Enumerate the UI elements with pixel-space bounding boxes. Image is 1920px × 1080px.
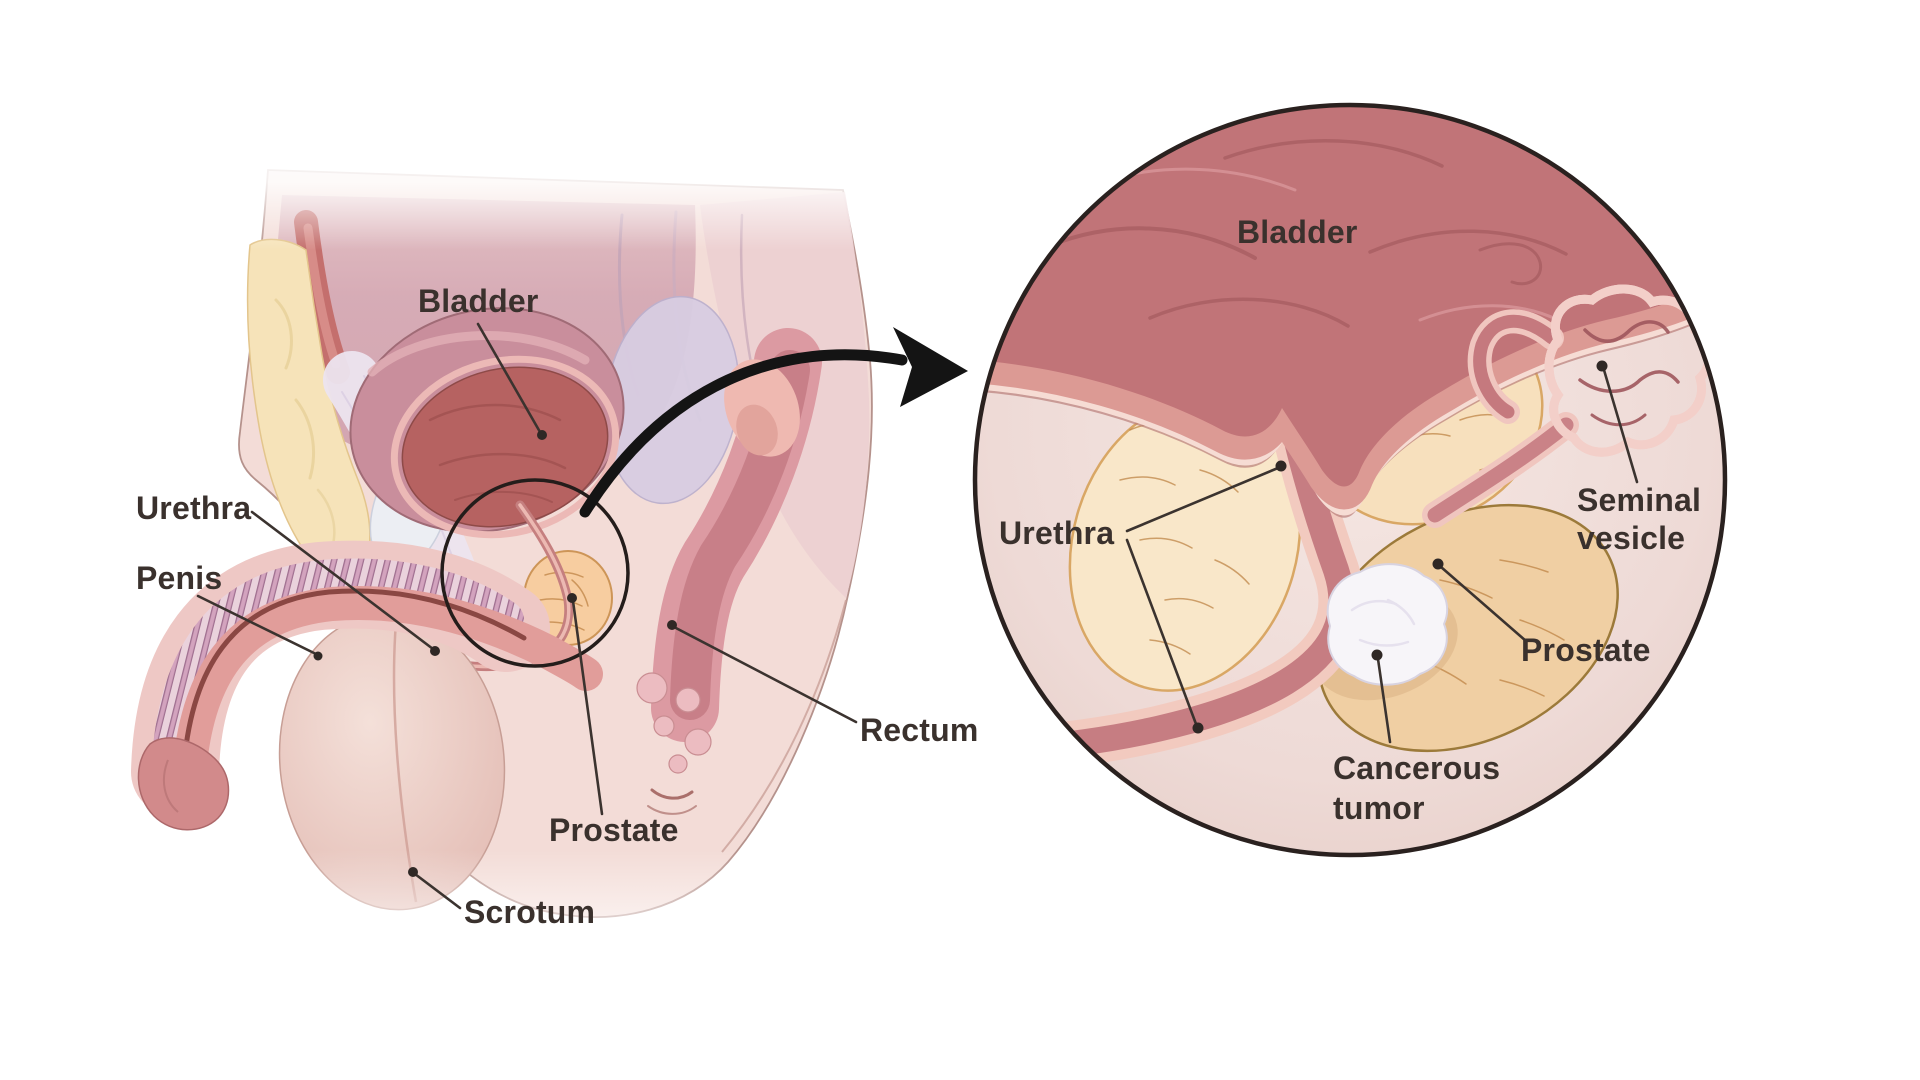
rectum-leader-line xyxy=(672,625,858,724)
seminal-vesicle-leader-line xyxy=(1602,368,1639,484)
bladder-leader-dot xyxy=(537,430,547,440)
scrotum-label: Scrotum xyxy=(464,894,595,930)
penis-shape xyxy=(131,540,603,831)
seminal-vesicle-leader-dot xyxy=(1596,360,1608,372)
inset-prostate-leader-dot xyxy=(1432,558,1444,570)
bottom-fade xyxy=(120,850,980,1010)
cancerous-tumor-label: Cancerous tumor xyxy=(1333,750,1509,826)
penis-leader-line xyxy=(196,594,318,656)
fat-texture xyxy=(294,398,316,480)
closeup-labels: Bladder Seminal vesicle Urethra Prostate… xyxy=(999,214,1710,826)
rectum-label: Rectum xyxy=(860,712,979,748)
inset-urethra-leader-dot-upper xyxy=(1275,460,1287,472)
urethra-leader-line xyxy=(250,510,435,651)
magnifier-circle xyxy=(440,478,630,668)
inset-urethra-leader-line-lower xyxy=(1125,538,1198,726)
scrotum-leader-dot xyxy=(408,867,418,877)
rectum-shape xyxy=(636,328,822,815)
urethra-label: Urethra xyxy=(136,490,251,526)
scrotum-leader-line xyxy=(413,872,462,910)
inset-urethra-path xyxy=(982,377,1365,773)
inset-prostate-label: Prostate xyxy=(1521,632,1651,668)
cancerous-tumor-leader-dot xyxy=(1371,649,1383,661)
penis-leader-dot xyxy=(313,651,323,661)
inset-border-circle xyxy=(972,102,1728,858)
bladder-shape xyxy=(349,307,625,539)
inset-bladder-label: Bladder xyxy=(1237,214,1358,250)
bladder-label: Bladder xyxy=(418,283,539,319)
inset-urethra-label: Urethra xyxy=(999,515,1114,551)
penile-urethra-line xyxy=(180,588,527,781)
glans-shape xyxy=(137,737,230,831)
rectum-leader-dot xyxy=(667,620,677,630)
top-fade xyxy=(120,100,960,250)
urethra-path xyxy=(427,500,574,672)
pelvis-side-view-diagram xyxy=(120,100,980,1010)
cancerous-tumor-shape xyxy=(1326,563,1449,686)
prostate-closeup-inset xyxy=(972,102,1728,858)
seminal-vesicle-label: Seminal vesicle xyxy=(1577,482,1710,556)
penis-label: Penis xyxy=(136,560,222,596)
inset-urethra-leader-dot-lower xyxy=(1192,722,1204,734)
zoom-arrow xyxy=(579,327,968,518)
inset-prostate-leader-line xyxy=(1439,565,1528,643)
bladder-leader-line xyxy=(476,322,542,434)
urethra-leader-dot xyxy=(430,646,440,656)
prostate-lobe-left xyxy=(1068,398,1302,692)
cancerous-tumor-leader-line xyxy=(1376,657,1392,744)
prostate-leader-line xyxy=(571,599,604,816)
side-view-labels: Bladder Urethra Penis Rectum Prostate Sc… xyxy=(136,283,979,930)
prostate-label: Prostate xyxy=(549,812,679,848)
corpus-spongiosum xyxy=(171,585,603,807)
inset-urethra-leader-line-upper xyxy=(1125,466,1280,533)
fat-texture xyxy=(274,298,293,370)
buttock-crease-line xyxy=(721,599,847,853)
corpus-cavernosum-ribbed xyxy=(152,558,524,780)
seminal-vesicle-shape xyxy=(1422,289,1709,528)
prostate-leader-dot xyxy=(567,593,577,603)
